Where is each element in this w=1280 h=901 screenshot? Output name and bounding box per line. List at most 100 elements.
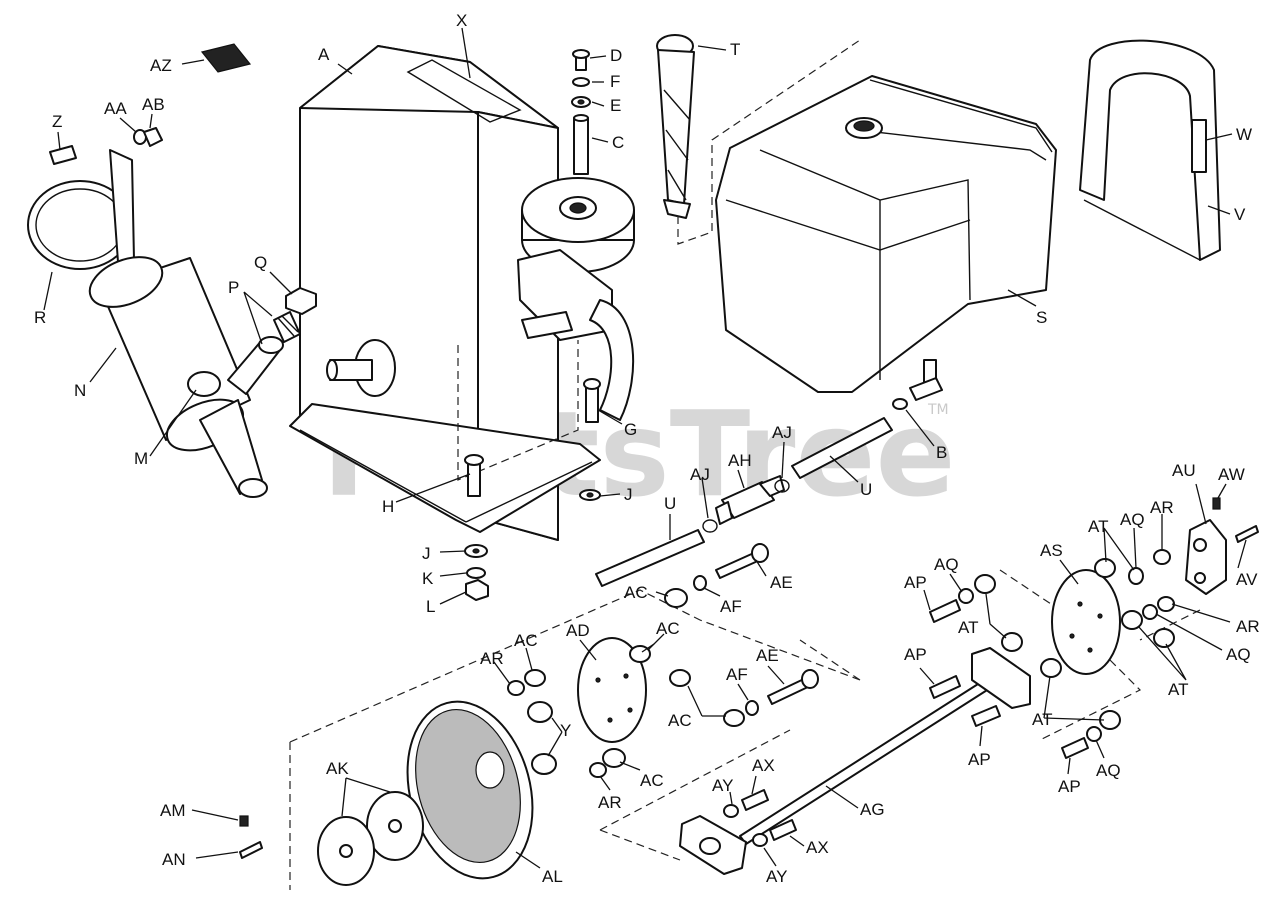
plate-ad[interactable] (577, 637, 647, 743)
callout-label: B (936, 443, 947, 462)
callout-label: X (456, 11, 467, 30)
washer-ay-2[interactable] (752, 833, 768, 847)
callout-label: AB (142, 95, 165, 114)
washer-aq-1[interactable] (1128, 567, 1144, 585)
lockwasher-af-2[interactable] (745, 700, 759, 716)
washer-at-4[interactable] (974, 574, 996, 594)
fuel-filler-t[interactable] (656, 34, 861, 245)
callout-label: AC (514, 631, 538, 650)
fuel-filter-ah[interactable] (715, 475, 785, 525)
hose-clamp-aj-1[interactable] (774, 479, 790, 493)
callout-labels: A X AZ D F E C T W V Z AA AB R Q P N M S… (34, 11, 1260, 886)
set-screw-aw[interactable] (1212, 497, 1221, 510)
clamp-m[interactable] (187, 371, 221, 397)
bolt-h[interactable] (464, 454, 484, 497)
callout-label: AN (162, 850, 186, 869)
washer-ac-1[interactable] (524, 669, 546, 687)
nut-q[interactable] (285, 287, 317, 315)
callout-label: AJ (690, 465, 710, 484)
callout-label: AQ (1226, 645, 1251, 664)
pin-av[interactable] (1235, 525, 1259, 543)
callout-label: Q (254, 253, 267, 272)
callout-label: AR (1236, 617, 1260, 636)
callout-label: AQ (934, 555, 959, 574)
set-screw-am[interactable] (239, 815, 249, 827)
bolt-d[interactable] (572, 49, 590, 71)
muffler-clamp-r[interactable] (27, 149, 135, 270)
exhaust-pipe-p[interactable] (199, 336, 284, 498)
callout-label: AY (712, 776, 733, 795)
fuel-tank-s[interactable] (715, 75, 1057, 393)
plate-ak-front[interactable] (317, 816, 375, 886)
nut-ar-4[interactable] (1157, 596, 1175, 612)
engine-pulley[interactable] (517, 177, 635, 421)
callout-label: AP (1058, 777, 1081, 796)
nut-ar-3[interactable] (1153, 549, 1171, 565)
bolt-ap-3[interactable] (971, 705, 1001, 727)
plate-ak-rear[interactable] (366, 791, 424, 861)
nut-ar-2[interactable] (589, 762, 607, 778)
nut-ab[interactable] (143, 127, 163, 147)
washer-at-6[interactable] (1040, 658, 1062, 678)
watermark-trademark: TM (927, 402, 949, 418)
callout-label: V (1234, 205, 1246, 224)
spacer-y-top[interactable] (527, 701, 553, 723)
bolt-ap-4[interactable] (1061, 737, 1089, 759)
nut-l[interactable] (465, 579, 489, 601)
tank-strap[interactable] (1079, 39, 1221, 261)
callout-label: P (228, 278, 239, 297)
washer-at-1[interactable] (1094, 558, 1116, 578)
washer-j-top[interactable] (579, 489, 601, 501)
callout-label: AP (968, 750, 991, 769)
bolt-z[interactable] (49, 145, 77, 165)
pin-an[interactable] (239, 841, 263, 859)
washer-ac-6[interactable] (602, 748, 626, 768)
fuel-line-u-upper[interactable] (791, 417, 893, 479)
washer-j[interactable] (464, 544, 488, 558)
screen-al[interactable] (389, 688, 551, 893)
callout-label: AC (668, 711, 692, 730)
callout-label: U (860, 480, 872, 499)
bolt-ax-1[interactable] (741, 789, 769, 811)
bracket-au[interactable] (1185, 519, 1227, 595)
nipple-p[interactable] (273, 311, 301, 343)
washer-aq-2[interactable] (1142, 604, 1158, 620)
callout-label: AG (860, 800, 885, 819)
lockwasher-af-1[interactable] (693, 575, 707, 591)
callout-label: M (134, 449, 148, 468)
washer-aq-4[interactable] (1086, 726, 1102, 742)
lockwasher-k[interactable] (466, 567, 486, 579)
lockwasher-f[interactable] (572, 77, 590, 87)
bolt-ap-1[interactable] (929, 599, 961, 623)
callout-label: AU (1172, 461, 1196, 480)
axle-ag[interactable] (679, 647, 1031, 875)
bolt-ap-2[interactable] (929, 675, 961, 699)
callout-label: AW (1218, 465, 1245, 484)
bolt-ax-2[interactable] (769, 819, 797, 841)
washer-aq-3[interactable] (958, 588, 974, 604)
washer-at-2[interactable] (1121, 610, 1143, 630)
callout-label: Y (560, 721, 571, 740)
clamp-b[interactable] (892, 398, 908, 410)
bolt-ae-1[interactable] (715, 543, 769, 579)
washer-ay-1[interactable] (723, 804, 739, 818)
leader-lines (43, 27, 1247, 869)
bolt-g[interactable] (583, 378, 601, 423)
bolt-ae-2[interactable] (767, 669, 819, 705)
gasket-az[interactable] (200, 43, 252, 73)
stud-c[interactable] (573, 114, 589, 175)
spacer-y-bottom[interactable] (531, 753, 557, 775)
callout-label: AT (1032, 710, 1052, 729)
callout-label: AZ (150, 56, 172, 75)
fuel-line-u-lower[interactable] (595, 529, 705, 587)
plate-as[interactable] (1051, 569, 1121, 675)
washer-e[interactable] (571, 96, 591, 108)
washer-ac-3[interactable] (664, 588, 688, 608)
washer-ac-5[interactable] (723, 709, 745, 727)
washer-at-3[interactable] (1153, 628, 1175, 648)
washer-ac-4[interactable] (669, 669, 691, 687)
nut-ar-1[interactable] (507, 680, 525, 696)
washer-at-5[interactable] (1001, 632, 1023, 652)
fuel-elbow-b[interactable] (909, 359, 943, 401)
hose-clamp-aj-2[interactable] (702, 519, 718, 533)
